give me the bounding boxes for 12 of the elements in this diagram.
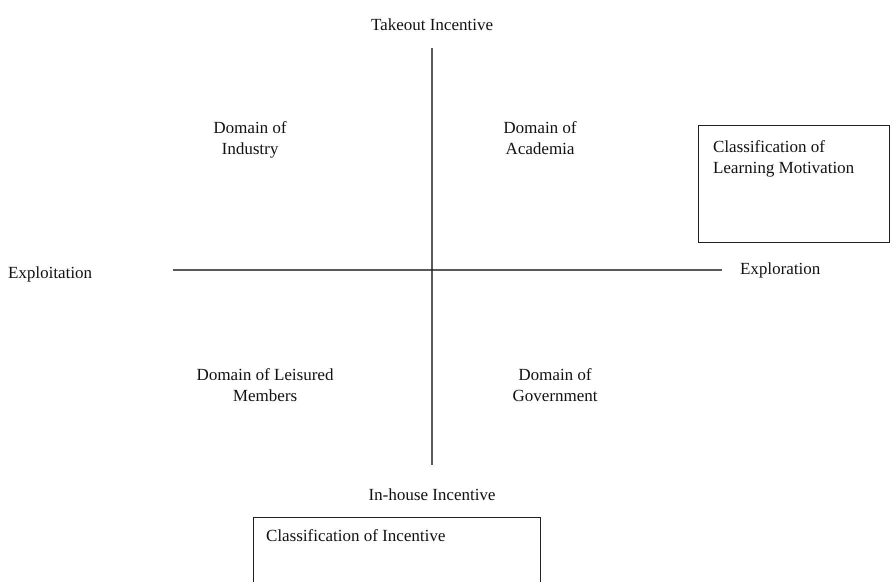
axis-label: Exploitation <box>8 262 94 283</box>
axis-label: Takeout Incentive <box>370 14 494 35</box>
quadrant-label: Domain of Academia <box>502 117 578 159</box>
quadrant-label: Domain of Government <box>512 364 598 406</box>
caption-text: Classification of Learning Motivation <box>713 136 856 178</box>
caption-text: Classification of Incentive <box>266 525 446 546</box>
caption-box <box>253 517 541 582</box>
axis-label: In-house Incentive <box>368 484 496 505</box>
quadrant-label: Domain of Leisured Members <box>196 364 334 406</box>
axis-label: Exploration <box>740 258 822 279</box>
caption-box <box>698 125 890 243</box>
quadrant-label: Domain of Industry <box>212 117 288 159</box>
